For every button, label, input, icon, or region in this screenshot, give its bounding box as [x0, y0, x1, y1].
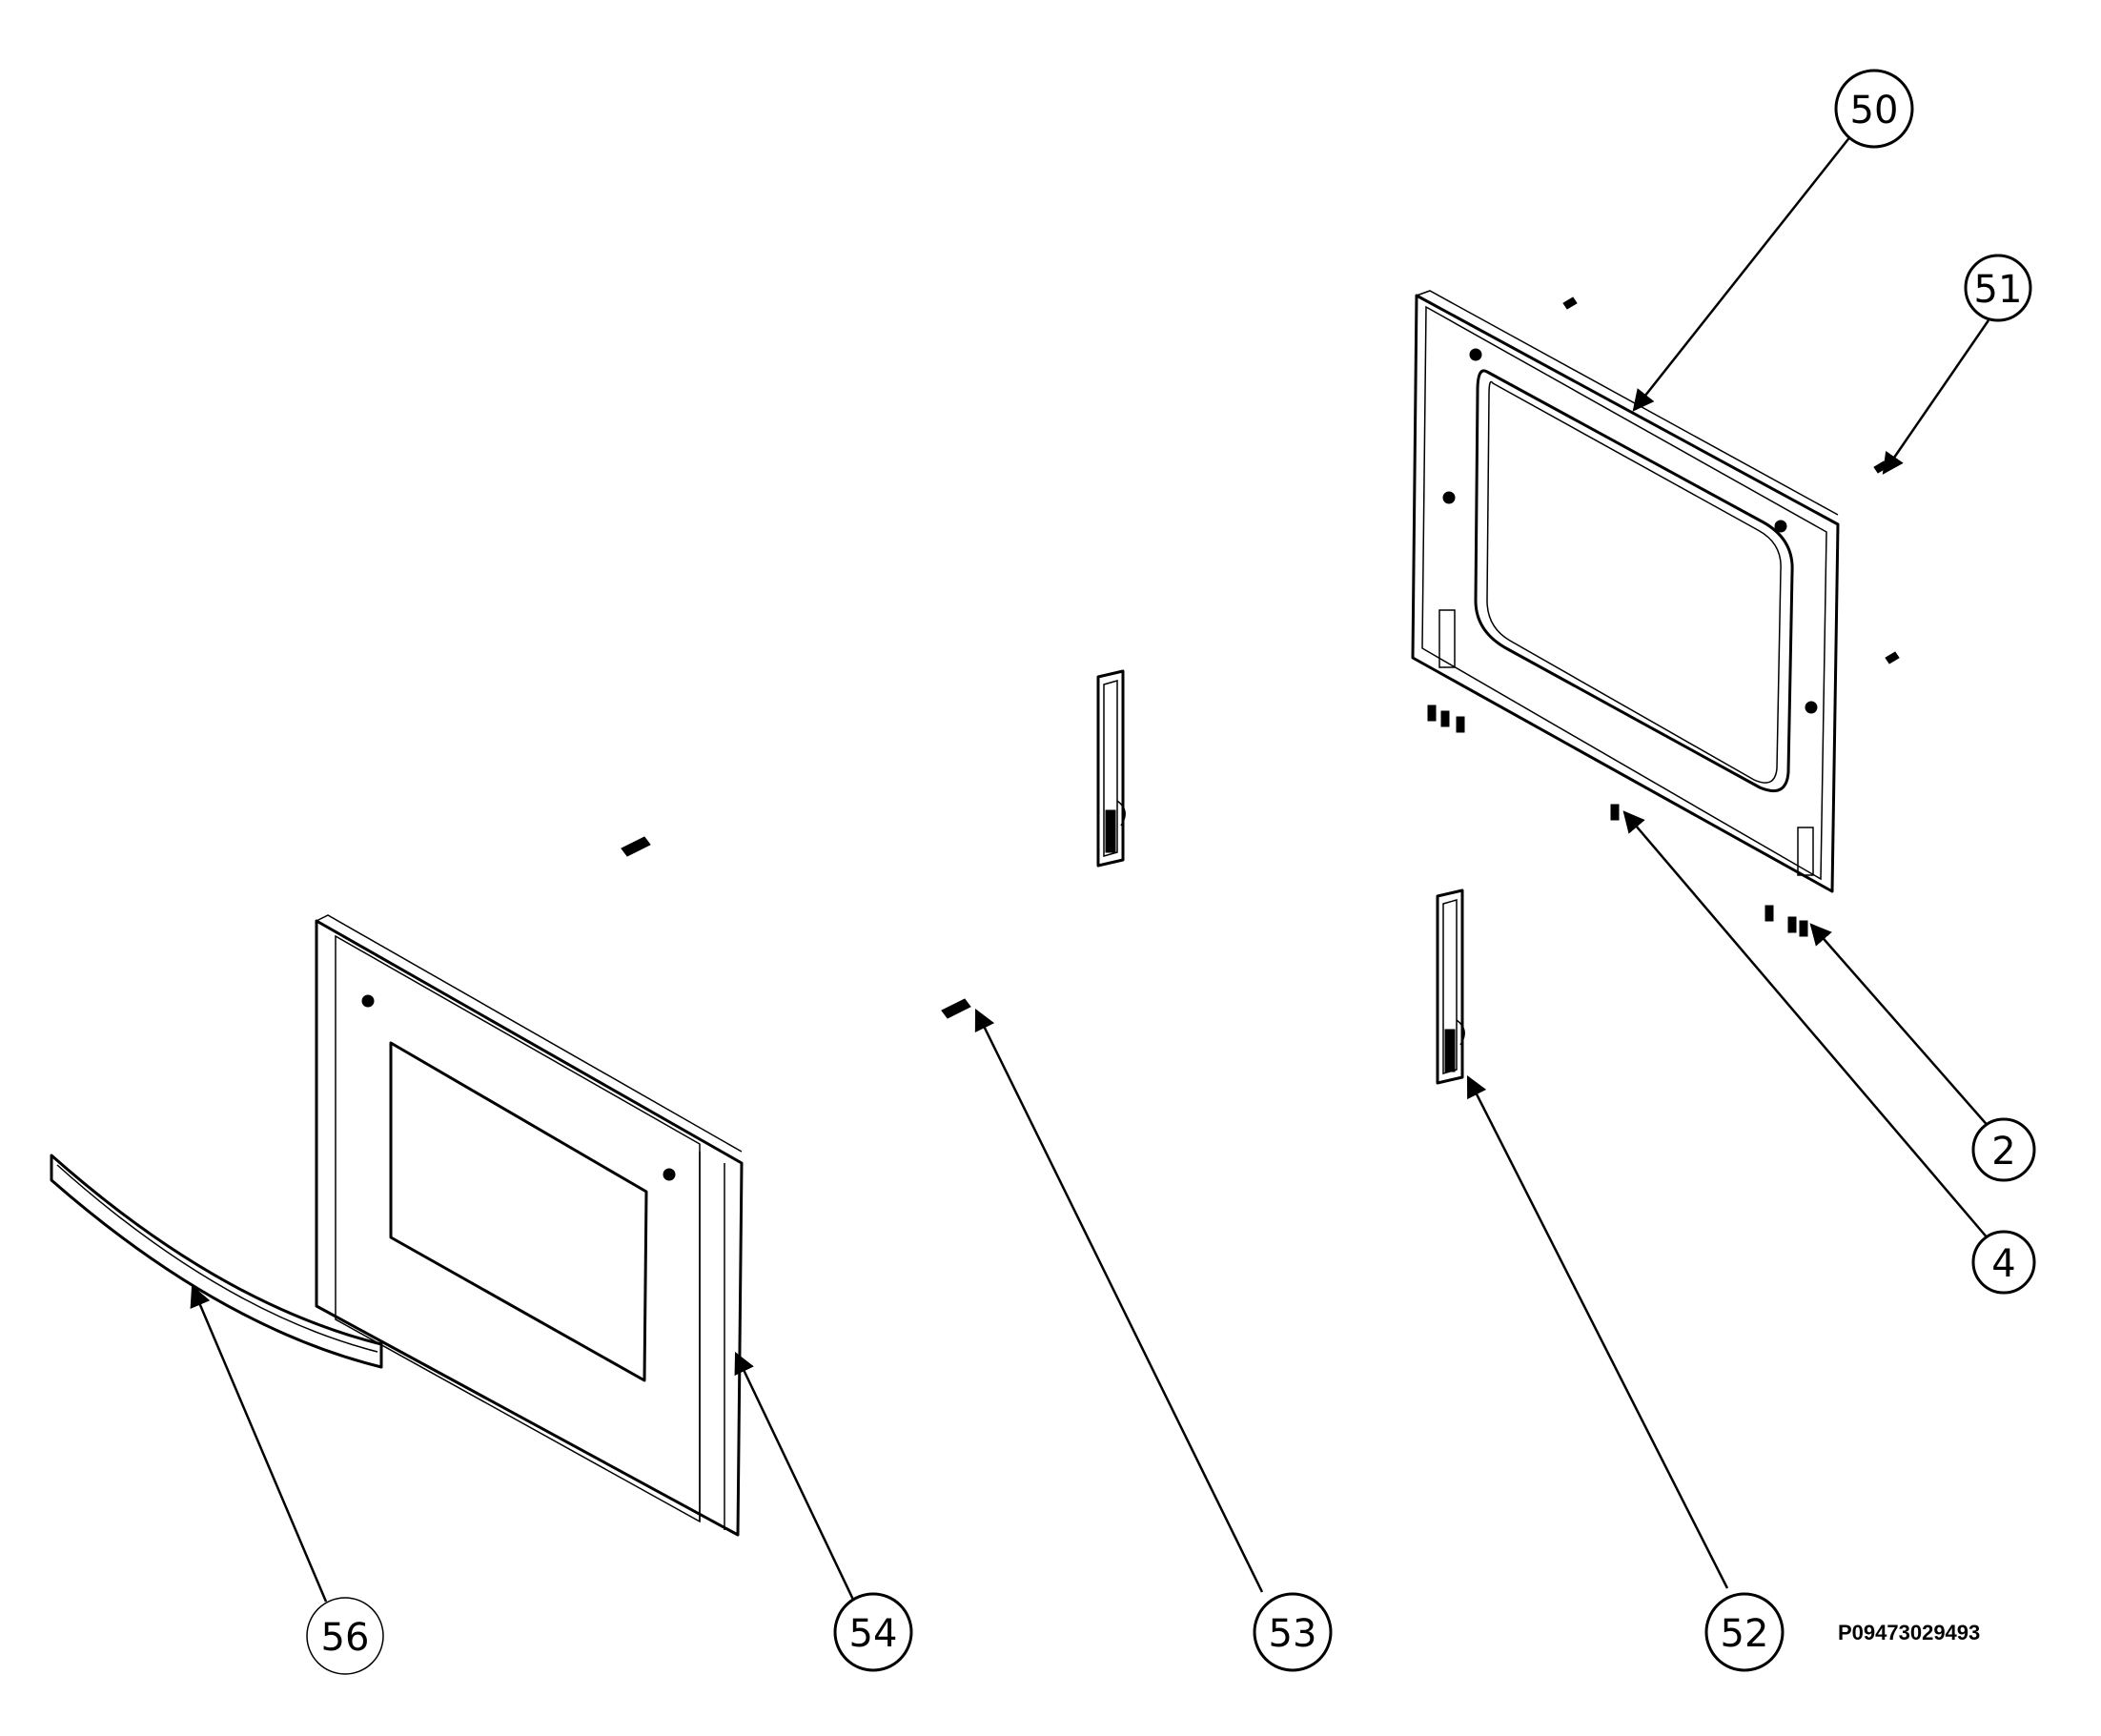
svg-text:54: 54 [849, 1612, 898, 1656]
svg-text:52: 52 [1721, 1612, 1769, 1656]
callout-50: 50 [1834, 69, 1914, 149]
screw-group [1427, 296, 1900, 937]
svg-text:2: 2 [1991, 1130, 2015, 1174]
document-code: P09473029493 [1838, 1621, 1980, 1644]
door-handle-part-56 [50, 1154, 383, 1369]
leader-51 [1882, 319, 1990, 475]
leader-56 [190, 1284, 328, 1603]
svg-text:50: 50 [1850, 89, 1899, 133]
hole-icon [1774, 520, 1787, 533]
callout-56: 56 [306, 1597, 384, 1675]
leader-lines [190, 134, 1991, 1603]
outer-door-panel-part-54 [315, 914, 744, 1537]
pin-part-53 [621, 836, 971, 1019]
svg-text:51: 51 [1974, 268, 2023, 312]
inner-door-frame-part-50 [1411, 290, 1840, 893]
hole-icon [1805, 701, 1818, 714]
callout-53: 53 [1253, 1592, 1333, 1672]
callout-51: 51 [1964, 254, 2032, 322]
svg-text:53: 53 [1269, 1612, 1317, 1656]
callout-2: 2 [1971, 1117, 2036, 1182]
svg-text:4: 4 [1991, 1242, 2015, 1286]
hole-icon [361, 994, 375, 1008]
hole-icon [663, 1168, 676, 1181]
callout-52: 52 [1704, 1592, 1785, 1672]
hole-icon [1469, 348, 1482, 361]
svg-text:56: 56 [321, 1616, 370, 1660]
leader-50 [1632, 134, 1852, 412]
hole-icon [1442, 491, 1456, 504]
leader-53 [974, 1008, 1264, 1593]
callout-4: 4 [1971, 1230, 2036, 1295]
hinge-upper [1096, 669, 1126, 868]
leader-54 [734, 1351, 856, 1603]
callout-54: 54 [833, 1592, 913, 1672]
leader-52 [1466, 1074, 1729, 1589]
hinge-part-52 [1436, 888, 1465, 1085]
leader-4 [1622, 810, 1989, 1240]
leader-2 [1809, 923, 1991, 1130]
